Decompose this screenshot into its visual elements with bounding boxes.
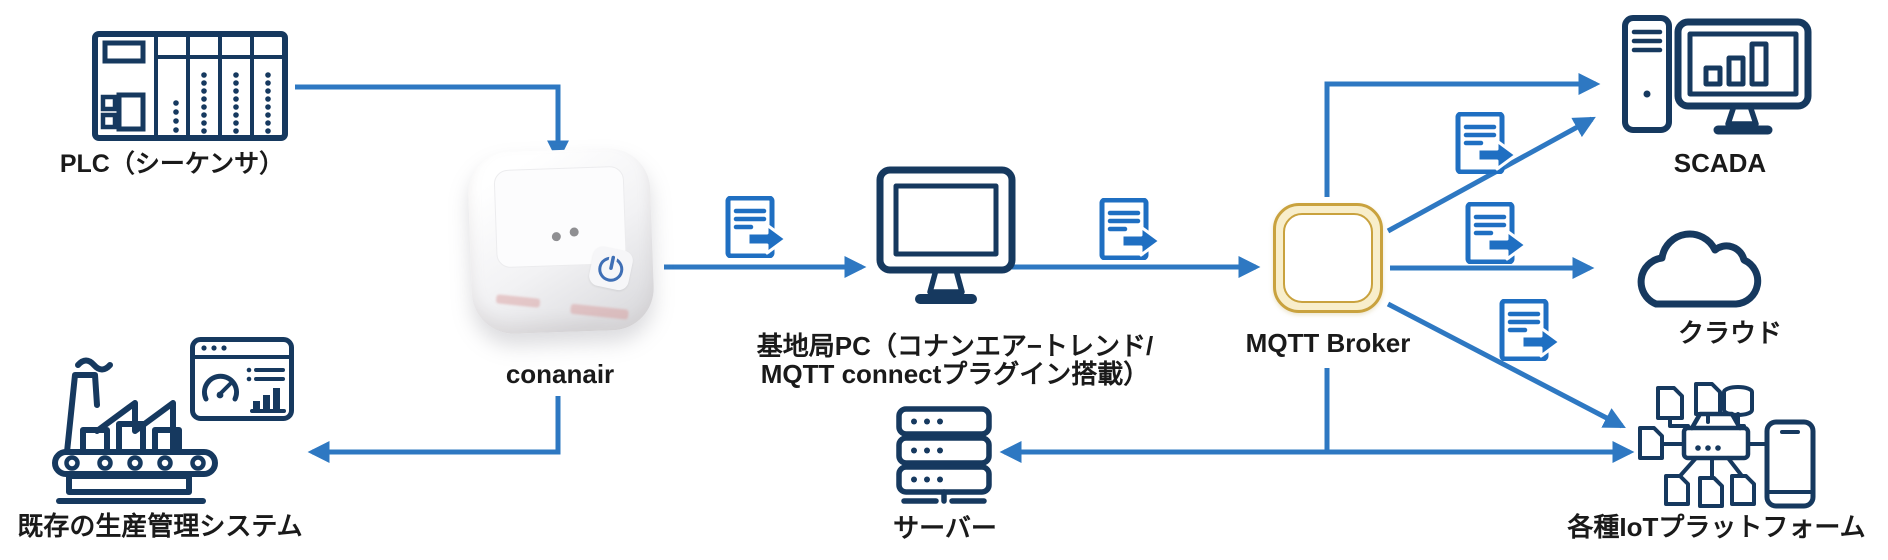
power-icon	[598, 252, 624, 282]
document-transfer-icon	[722, 196, 790, 258]
base-pc-label-line2: MQTT connectプラグイン搭載）	[760, 359, 1150, 389]
iot-platform-label: 各種IoTプラットフォーム	[1567, 512, 1866, 542]
plc-rack-icon	[92, 31, 288, 141]
scada-label: SCADA	[1673, 148, 1767, 178]
arrow-broker-to-scada-top	[1324, 72, 1601, 197]
power-button	[587, 244, 635, 292]
factory-dashboard-icon	[52, 357, 218, 504]
mqtt-broker-label: MQTT Broker	[1245, 328, 1411, 358]
document-transfer-icon	[1462, 202, 1530, 264]
document-transfer-icon	[1496, 299, 1564, 361]
conanair-label: conanair	[505, 359, 615, 389]
arrow-broker-to-iot	[1386, 301, 1626, 429]
document-transfer-icon	[1452, 112, 1520, 174]
arrow-plc-to-conanair	[295, 84, 570, 163]
document-transfer-icon	[1096, 198, 1164, 260]
dashboard-window-icon	[190, 337, 294, 421]
server-label: サーバー	[893, 513, 997, 543]
server-stack-icon	[896, 406, 992, 504]
arrow-broker-to-scada-diagonal	[1386, 116, 1596, 234]
iot-hub-icon	[1638, 382, 1816, 509]
legacy-system-label: 既存の生産管理システム	[17, 511, 303, 541]
cloud-label: クラウド	[1677, 318, 1782, 348]
broker-square-inner	[1283, 213, 1373, 303]
base-pc-label-line1: 基地局PC（コナンエア−トレンド/	[756, 331, 1154, 361]
desktop-monitor-icon	[876, 166, 1016, 304]
plc-label: PLC（シーケンサ）	[59, 150, 285, 178]
broker-square-icon	[1273, 203, 1383, 313]
conanair-device-photo	[466, 146, 656, 336]
workstation-icon	[1622, 15, 1812, 135]
arrow-conanair-to-legacy	[307, 396, 561, 464]
cloud-icon	[1637, 230, 1762, 308]
